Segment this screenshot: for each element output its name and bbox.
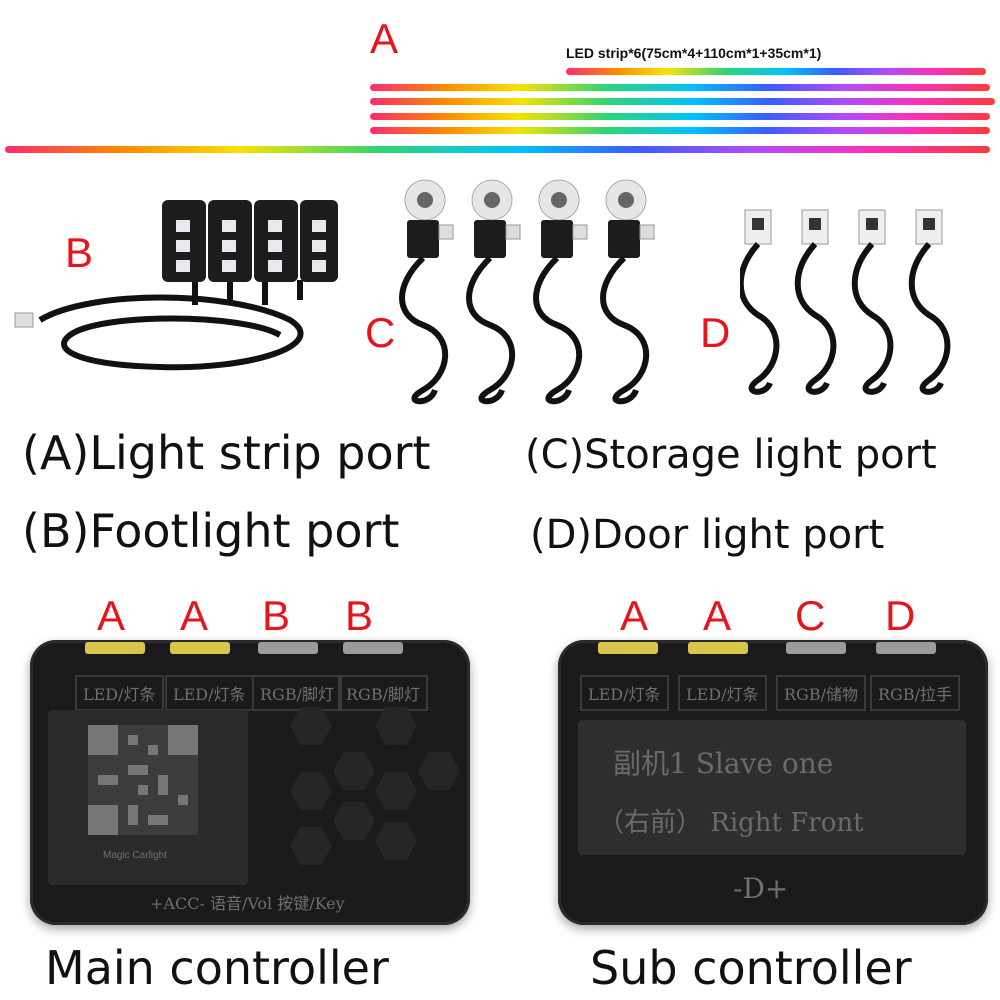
led-strip [370,98,995,105]
sub-lcd-line1: 副机1 Slave one [613,747,834,780]
main-port-text: LED/灯条 [165,675,254,711]
qr-caption: Magic Carlight [103,850,167,861]
sub-controller-box: LED/灯条 LED/灯条 RGB/储物 RGB/拉手 副机1 Slave on… [558,640,988,925]
label-b-footlights: B [65,229,94,276]
caption-d: (D)Door light port [530,512,885,558]
touch-button[interactable] [375,822,417,860]
touch-button[interactable] [375,772,417,810]
touch-button[interactable] [290,772,332,810]
main-bottom-text: +ACC- 语音/Vol 按键/Key [150,894,345,913]
main-port-label: A [97,592,126,639]
led-strip [370,84,990,91]
caption-a: (A)Light strip port [22,426,431,480]
storage-light-image [399,179,655,405]
sub-port-label: D [885,592,916,639]
qr-panel: Magic Carlight [48,710,248,885]
qr-code-icon [88,725,198,835]
door-light-units [740,209,951,395]
main-port-text: RGB/脚灯 [338,675,428,711]
sub-lcd-panel: 副机1 Slave one （右前） Right Front [578,720,966,855]
caption-sub-controller: Sub controller [590,941,912,995]
door-light-image [740,209,951,395]
touch-button[interactable] [333,752,375,790]
sub-bottom-text: -D+ [733,872,789,905]
caption-main-controller: Main controller [45,941,389,995]
main-port-text: RGB/脚灯 [252,675,342,711]
sub-port-text: LED/灯条 [580,675,669,711]
strip-spec-text: LED strip*6(75cm*4+110cm*1+35cm*1) [566,45,822,61]
footlight-led-units [162,200,338,282]
sub-port-label: A [620,592,649,639]
sub-port-text: LED/灯条 [678,675,767,711]
sub-port-text: RGB/储物 [776,675,866,711]
caption-c: (C)Storage light port [525,432,937,478]
touch-button[interactable] [418,752,460,790]
label-c-storage: C [365,309,396,356]
touch-button[interactable] [375,707,417,745]
storage-light-units [399,179,655,405]
label-a-strips: A [370,15,399,62]
sub-port-led-2 [688,642,748,654]
sub-port-rgb-storage [786,642,846,654]
touch-button[interactable] [333,802,375,840]
main-port-label: B [345,592,374,639]
main-controller-box: LED/灯条 LED/灯条 RGB/脚灯 RGB/脚灯 Magic Carlig… [30,640,470,925]
led-strip [5,146,990,153]
sub-port-rgb-door [876,642,936,654]
footlight-module-image [14,200,338,371]
main-port-label: A [180,592,209,639]
led-strip [566,68,986,75]
caption-b: (B)Footlight port [22,504,400,558]
main-port-text: LED/灯条 [75,675,164,711]
main-port-led-1 [85,642,145,654]
led-strip [370,127,990,134]
sub-port-label: C [795,592,826,639]
sub-port-label: A [703,592,732,639]
sub-port-text: RGB/拉手 [870,675,960,711]
sub-port-led-1 [598,642,658,654]
touch-button[interactable] [290,827,332,865]
main-port-label: B [262,592,291,639]
main-port-led-2 [170,642,230,654]
main-port-rgb-2 [343,642,403,654]
touch-button[interactable] [290,707,332,745]
sub-lcd-line2: （右前） Right Front [598,808,864,838]
label-d-door: D [700,309,731,356]
main-port-rgb-1 [258,642,318,654]
footlight-cable [38,280,304,371]
led-strip [370,113,990,120]
